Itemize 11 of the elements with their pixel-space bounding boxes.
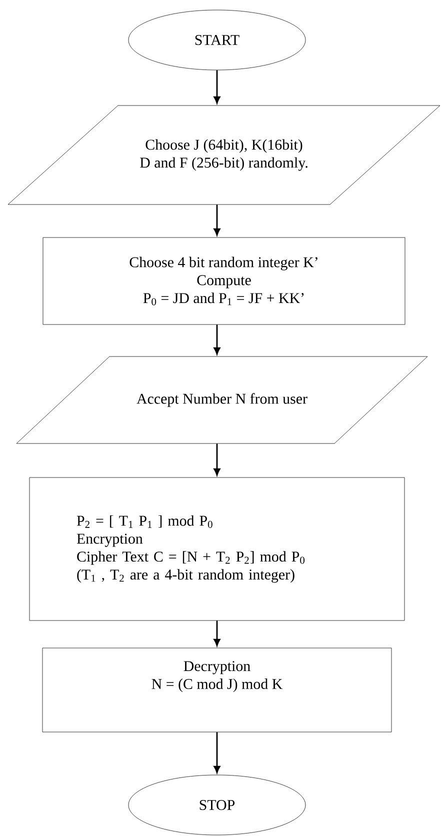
input-parallelogram: Accept Number N from user: [16, 356, 428, 444]
arrow: [214, 620, 220, 646]
process-box: Choose 4 bit random integer K’ Compute P$_{0}$ = JD and P$_{1}$ = JF + KK’: [42, 237, 406, 325]
process-box: P$_{2}$ = [ T$_{1}$ P$_{1}$ ] mod P$_{0}$ Encryption Cipher Text C = [N + T$_{2}$ P$_{2}$] mod P$_{0}$ (T$_{1}$ , T$_{2}$ are a 4-bit random integer): [29, 477, 405, 621]
arrow: [214, 204, 220, 236]
process-box: Decryption N = (C mod J) mod K: [42, 648, 392, 732]
arrow: [214, 324, 220, 355]
arrow: [214, 444, 220, 476]
arrow: [214, 732, 220, 774]
arrow: [214, 70, 220, 104]
input-parallelogram: Choose J (64bit), K(16bit) D and F (256-bit) randomly.: [8, 105, 440, 205]
